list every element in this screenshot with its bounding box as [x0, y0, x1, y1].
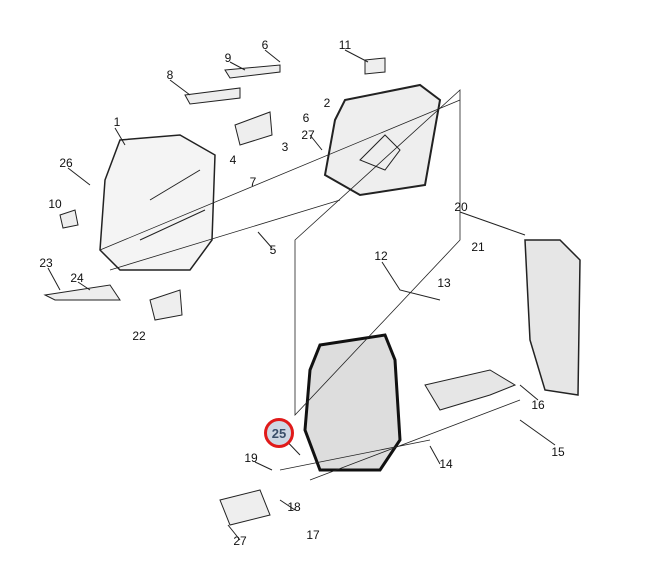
callout-label: 3 — [281, 140, 289, 154]
callout-label: 18 — [287, 500, 301, 514]
callout-label: 12 — [374, 249, 388, 263]
callout-label: 13 — [437, 276, 451, 290]
callout-label: 19 — [244, 451, 258, 465]
callout-label: 14 — [439, 457, 453, 471]
callout-label: 1 — [113, 115, 121, 129]
callout-label: 11 — [338, 38, 352, 52]
callout-label: 6 — [302, 111, 310, 125]
callout-label: 20 — [454, 200, 468, 214]
part-headlamp-bracket — [303, 333, 402, 472]
highlighted-part-callout[interactable]: 25 — [264, 418, 294, 448]
callout-label: 4 — [229, 153, 237, 167]
callout-label: 23 — [39, 256, 53, 270]
part-support-bracket — [424, 369, 517, 411]
callout-label: 27 — [233, 534, 247, 548]
part-headlamp-assembly — [323, 83, 442, 197]
callout-label: 8 — [166, 68, 174, 82]
callout-label: 22 — [132, 329, 146, 343]
callout-label: 24 — [70, 271, 84, 285]
callout-label: 6 — [261, 38, 269, 52]
callout-label: 27 — [301, 128, 315, 142]
callout-label: 21 — [471, 240, 485, 254]
callout-label: 5 — [269, 243, 277, 257]
callout-label: 7 — [249, 175, 257, 189]
callout-label: 10 — [48, 197, 62, 211]
callout-label: 9 — [224, 51, 232, 65]
callout-label: 26 — [59, 156, 73, 170]
part-headlamp-housing — [99, 134, 216, 271]
callout-label: 16 — [531, 398, 545, 412]
callout-label: 15 — [551, 445, 565, 459]
callout-label: 2 — [323, 96, 331, 110]
part-panel — [524, 239, 581, 396]
callout-label: 17 — [306, 528, 320, 542]
